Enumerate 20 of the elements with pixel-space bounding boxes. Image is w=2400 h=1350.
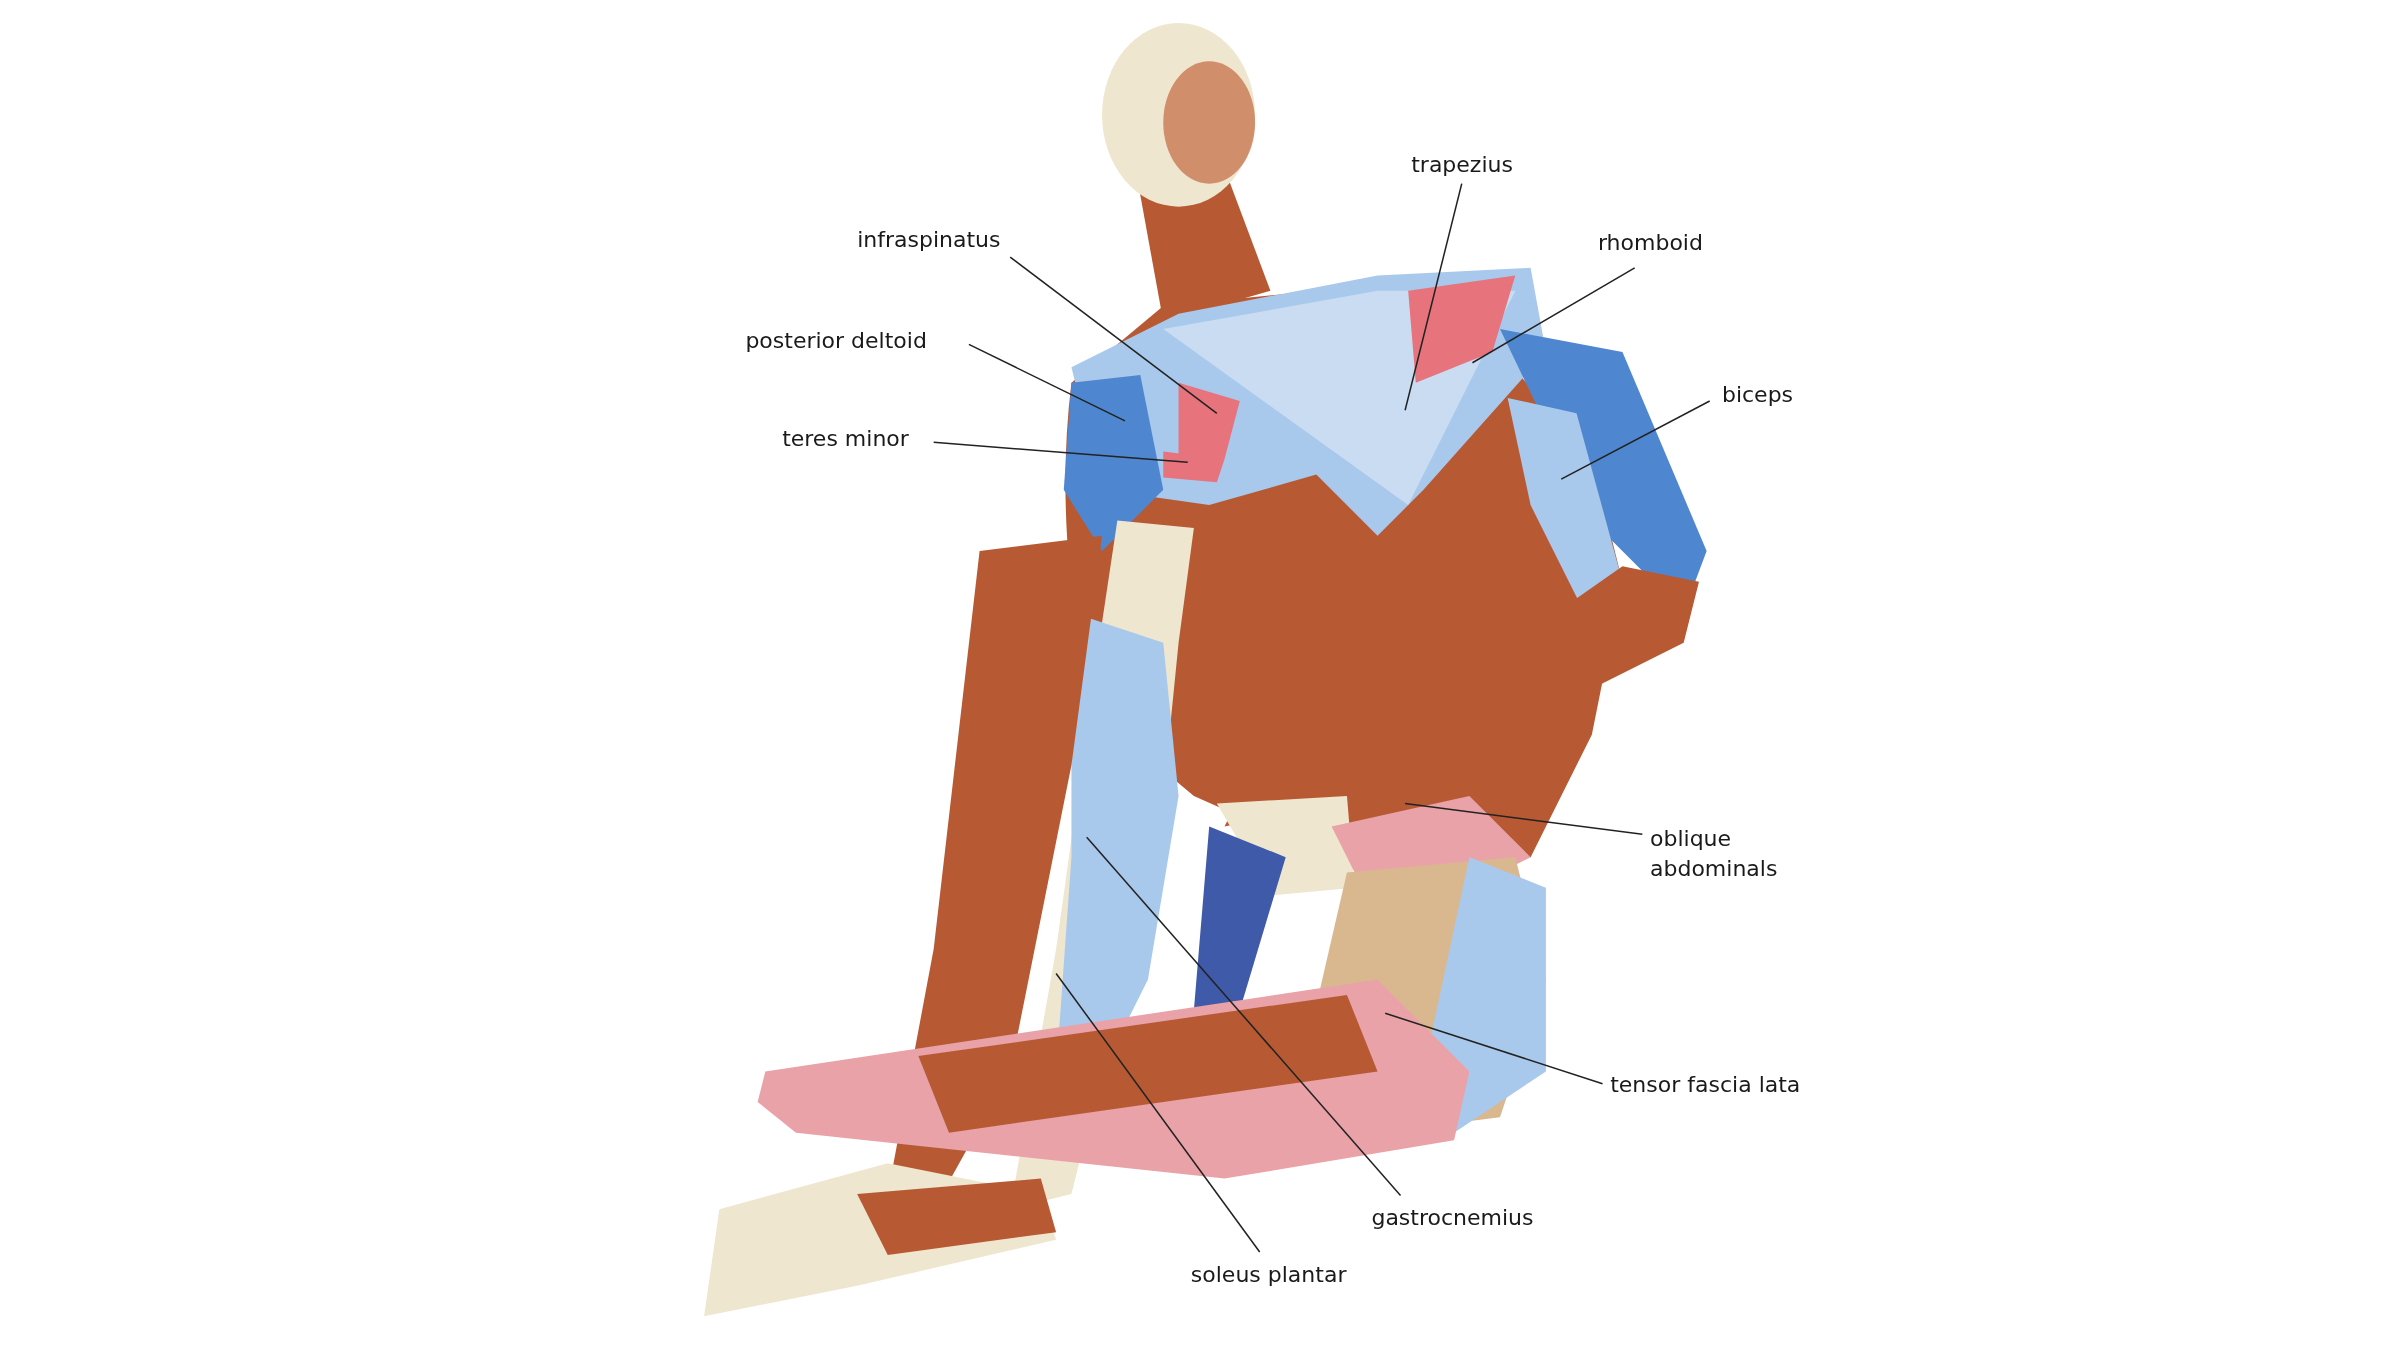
leader-line bbox=[1560, 400, 1711, 480]
muscle-label: infraspinatus bbox=[857, 225, 1001, 256]
muscle-label: trapezius bbox=[1411, 150, 1513, 181]
leader-line bbox=[1404, 182, 1463, 411]
muscle-label: teres minor bbox=[782, 424, 909, 455]
leader-line bbox=[1404, 802, 1644, 835]
muscle-label: rhomboid bbox=[1597, 228, 1703, 259]
muscle-label: oblique abdominals bbox=[1650, 824, 1796, 884]
leader-line bbox=[932, 441, 1189, 463]
leader-line bbox=[1085, 836, 1402, 1197]
leader-line bbox=[968, 343, 1126, 422]
muscle-label: posterior deltoid bbox=[745, 326, 927, 357]
muscle-label: tensor fascia lata bbox=[1610, 1070, 1801, 1101]
leader-line bbox=[1471, 267, 1636, 364]
leader-line bbox=[1384, 1012, 1604, 1085]
muscle-label: biceps bbox=[1721, 380, 1794, 410]
leader-line bbox=[1055, 972, 1261, 1253]
muscle-label: gastrocnemius bbox=[1371, 1203, 1534, 1234]
leader-line bbox=[1009, 256, 1218, 415]
muscle-label: soleus plantar bbox=[1190, 1260, 1347, 1290]
